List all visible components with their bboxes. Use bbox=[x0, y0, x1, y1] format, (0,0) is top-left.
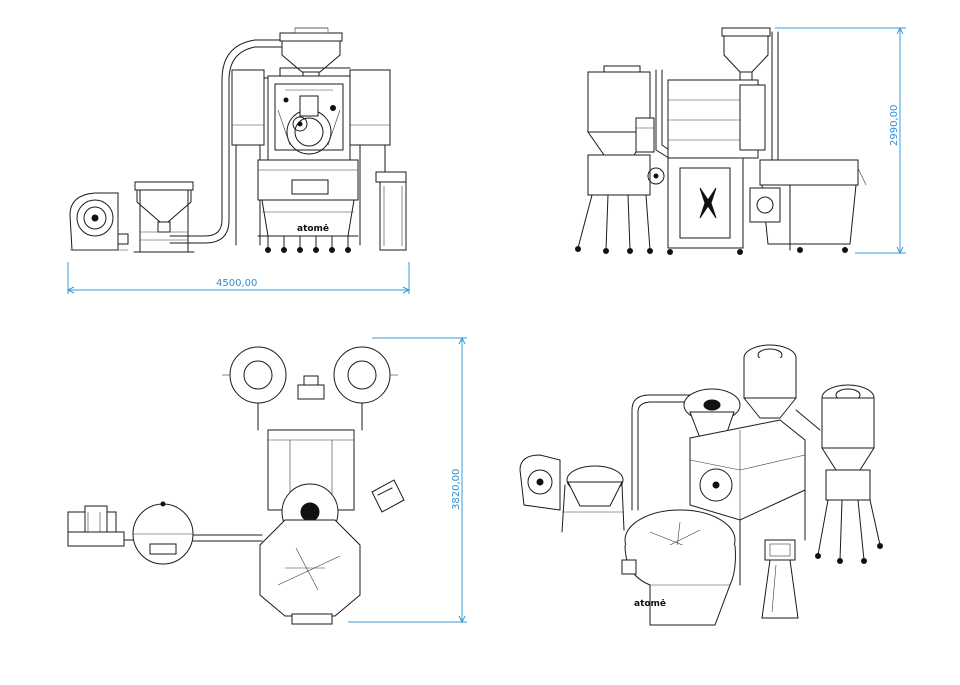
side-drum-housing bbox=[635, 79, 766, 159]
iso-control-panel bbox=[761, 539, 799, 619]
front-blower bbox=[69, 192, 129, 251]
iso-loader-cone bbox=[683, 388, 741, 439]
front-transfer-pipe bbox=[169, 39, 301, 237]
iso-transfer-pipe bbox=[631, 394, 691, 511]
front-loader-cone bbox=[279, 27, 343, 85]
iso-cyclone-front bbox=[743, 344, 797, 419]
iso-cyclone-back bbox=[815, 384, 883, 564]
depth-dimension-label: 3820,00 bbox=[451, 469, 462, 510]
iso-hopper bbox=[561, 465, 625, 533]
side-cooling-tray bbox=[749, 159, 867, 253]
depth-dimension: 3820,00 bbox=[348, 336, 467, 624]
front-cyclones bbox=[231, 67, 391, 246]
top-cyclones bbox=[222, 346, 398, 431]
iso-brand-label: atomė bbox=[634, 599, 666, 609]
front-control-panel bbox=[375, 171, 407, 251]
side-cabinet bbox=[647, 157, 744, 255]
side-loader-cone bbox=[655, 27, 779, 161]
iso-blower bbox=[519, 454, 561, 511]
height-dimension: 2990,00 bbox=[775, 26, 906, 255]
height-dimension-label: 2990,00 bbox=[889, 105, 900, 146]
side-view: 2990,00 bbox=[575, 26, 906, 255]
top-hopper bbox=[132, 501, 194, 565]
top-control-panel bbox=[371, 479, 405, 513]
front-bean-hopper bbox=[133, 181, 195, 253]
width-dimension: 4500,00 bbox=[66, 262, 411, 294]
top-view: 3820,00 bbox=[67, 336, 467, 625]
top-cooling-tray bbox=[259, 519, 361, 625]
front-view: atomė 4500,00 bbox=[66, 27, 411, 294]
width-dimension-label: 4500,00 bbox=[216, 278, 257, 289]
front-brand-label: atomė bbox=[297, 224, 329, 234]
side-silo bbox=[575, 65, 653, 254]
top-blower bbox=[67, 505, 125, 547]
iso-view: atomė bbox=[519, 344, 883, 626]
front-cooling-base: atomė bbox=[257, 159, 359, 253]
iso-cooling-tray: atomė bbox=[621, 509, 736, 626]
front-roaster-body bbox=[267, 75, 351, 161]
front-casters bbox=[265, 235, 351, 253]
